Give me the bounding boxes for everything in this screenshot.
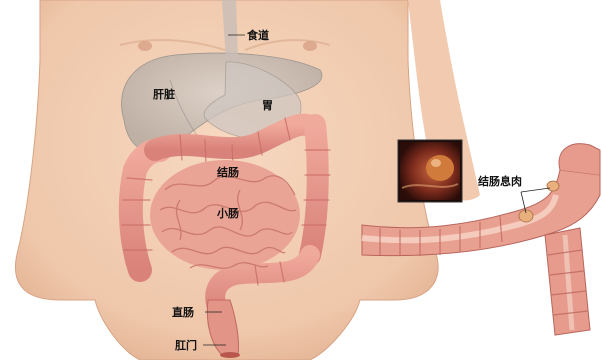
label-anus: 肛门 <box>175 338 197 352</box>
label-liver: 肝脏 <box>153 87 175 101</box>
label-colon-polyp: 结肠息肉 <box>477 174 522 188</box>
polyp-2 <box>547 181 559 191</box>
label-rectum: 直肠 <box>172 305 194 319</box>
anus <box>220 352 240 358</box>
endoscope-inset <box>398 140 462 202</box>
label-stomach: 胃 <box>262 99 273 112</box>
label-colon: 结肠 <box>216 165 239 179</box>
label-small-intestine: 小肠 <box>216 206 239 220</box>
label-esophagus: 食道 <box>247 28 269 42</box>
